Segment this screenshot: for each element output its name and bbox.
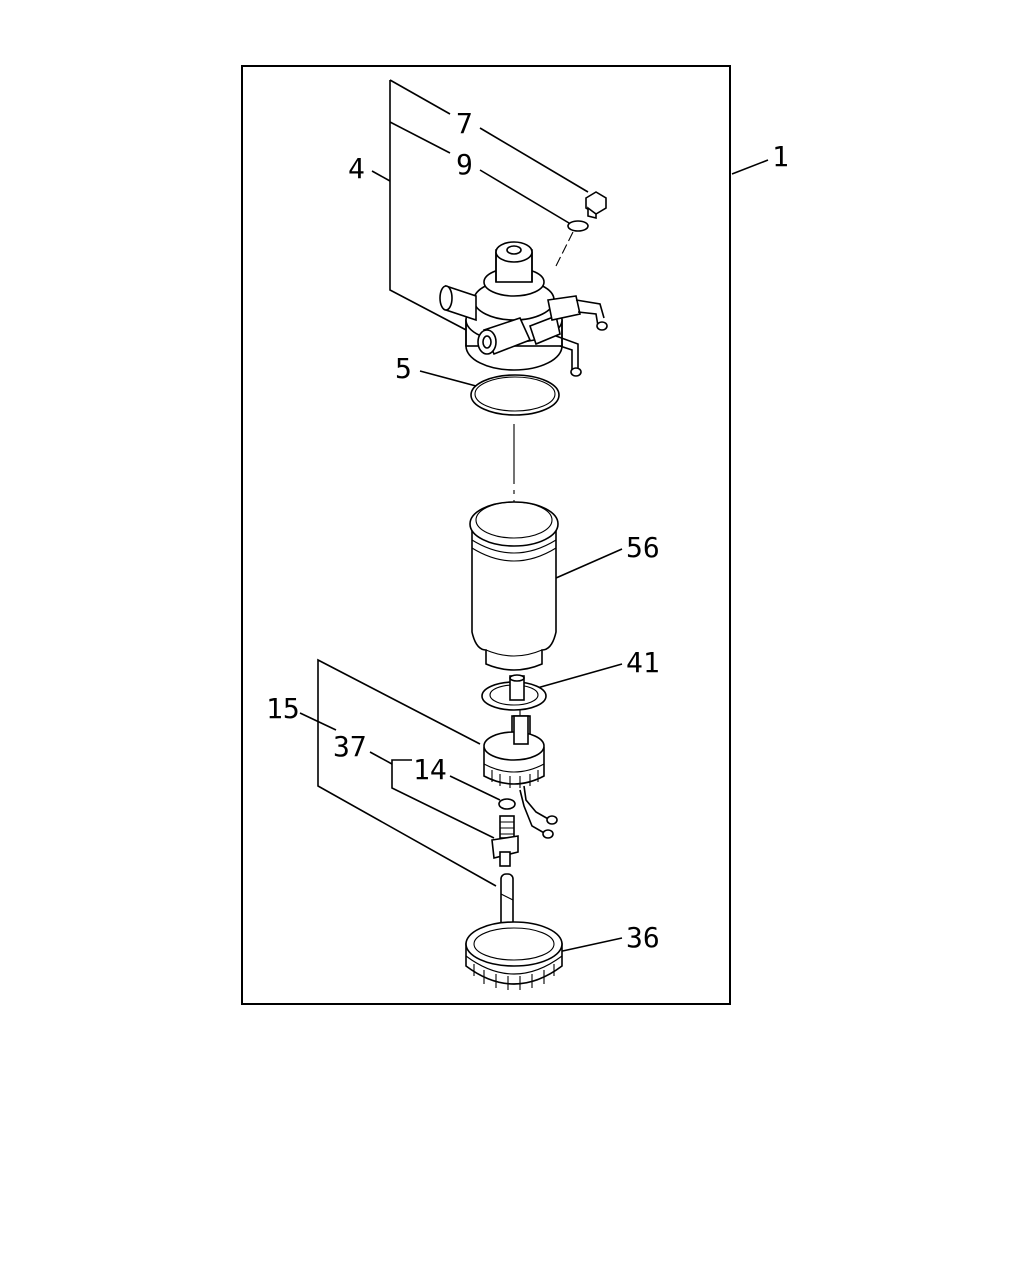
bolt-part-7	[585, 191, 607, 220]
gasket-part-41	[481, 674, 547, 711]
callout-5: 5	[395, 352, 412, 385]
callout-36: 36	[626, 921, 660, 954]
callout-37: 37	[333, 730, 367, 763]
callout-9: 9	[456, 148, 473, 181]
filter-head-part-4	[439, 241, 608, 377]
callout-7: 7	[456, 107, 473, 140]
sensor-housing-part-15	[483, 715, 558, 839]
washer-part-9	[567, 220, 589, 232]
pin-part	[500, 873, 514, 929]
callout-14: 14	[413, 753, 447, 786]
callout-41: 41	[626, 646, 660, 679]
leader-lines	[299, 79, 769, 953]
drain-plug-part-37	[491, 815, 519, 867]
diagram-frame	[241, 65, 731, 1005]
o-ring-part-14	[498, 798, 516, 810]
callout-15: 15	[266, 692, 300, 725]
callout-56: 56	[626, 531, 660, 564]
filter-element-part-56	[469, 501, 559, 671]
o-ring-part-5	[470, 374, 560, 416]
callout-4: 4	[348, 152, 365, 185]
callout-1: 1	[772, 140, 789, 173]
ring-nut-part-36	[465, 921, 563, 990]
